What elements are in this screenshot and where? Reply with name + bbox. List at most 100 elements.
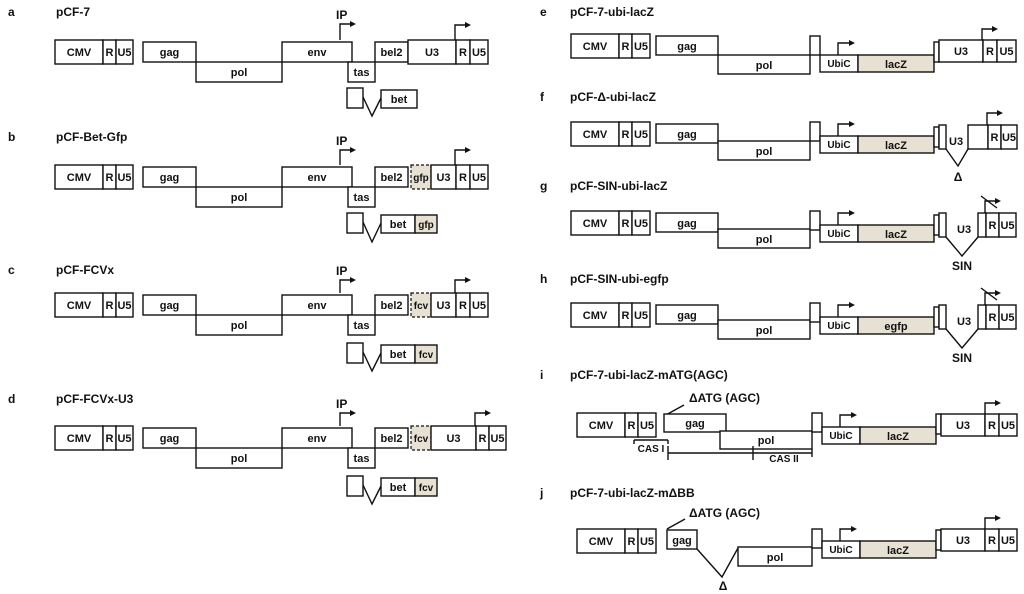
arrow-head xyxy=(995,515,1001,521)
u5-box xyxy=(998,212,1017,238)
gag-label: gag xyxy=(160,172,180,184)
panel-j: j pCF-7-ubi-lacZ-mΔBB ΔATG (AGC) CMV R U… xyxy=(539,486,1018,593)
arrow-head xyxy=(992,26,998,32)
cmv-label: CMV xyxy=(583,218,608,230)
lacz-label: lacZ xyxy=(885,140,907,152)
pol-label: pol xyxy=(758,435,775,447)
ubic-label: UbiC xyxy=(827,229,850,240)
u3-label: U3 xyxy=(954,46,968,58)
r-label: R xyxy=(622,310,630,322)
panel-title: pCF-FCVx xyxy=(56,263,114,277)
gag-label: gag xyxy=(160,300,180,312)
pol-label: pol xyxy=(231,67,248,79)
env-remnant-box xyxy=(811,528,823,549)
sin-deletion-line xyxy=(945,328,979,350)
arrow-head xyxy=(849,210,855,216)
gag-label: gag xyxy=(160,47,180,59)
arrow-head xyxy=(465,277,471,283)
ubic-promoter-arrow xyxy=(839,414,851,427)
cmv-box xyxy=(54,39,104,65)
u5-label: U5 xyxy=(640,536,654,548)
arrow-head xyxy=(465,22,471,28)
cas2-bracket xyxy=(753,449,813,457)
tas-label: tas xyxy=(354,67,370,79)
u3-box xyxy=(430,292,457,318)
u5-box xyxy=(115,39,134,65)
env-box xyxy=(281,294,353,316)
sin-label: SIN xyxy=(952,351,972,365)
gfp-label: gfp xyxy=(413,173,429,184)
panel-letter: a xyxy=(8,5,15,19)
pol-label: pol xyxy=(756,234,773,246)
cmv-box xyxy=(54,425,104,451)
gag-label: gag xyxy=(677,310,697,322)
ppt-box xyxy=(935,413,942,435)
gag-box xyxy=(655,35,719,56)
u5-box xyxy=(996,39,1017,63)
panel-f: f pCF-Δ-ubi-lacZ CMV R U5 gag pol UbiC l… xyxy=(540,90,1018,184)
u5-label: U5 xyxy=(117,433,131,445)
arrow-head xyxy=(995,290,1001,296)
cmv-label: CMV xyxy=(67,433,92,445)
ppt-box xyxy=(935,529,942,551)
ltr-promoter-arrow xyxy=(454,149,465,165)
pol-label: pol xyxy=(756,146,773,158)
arrow-head xyxy=(995,198,1001,204)
lacz-box xyxy=(857,54,935,73)
u5-box xyxy=(115,164,134,190)
r-label: R xyxy=(459,47,467,59)
panel-title: pCF-Δ-ubi-lacZ xyxy=(570,90,656,104)
delta-label: Δ xyxy=(719,579,728,593)
u5-label: U5 xyxy=(117,300,131,312)
deletion-line xyxy=(945,148,969,168)
tas-label: tas xyxy=(354,320,370,332)
r-label: R xyxy=(989,312,997,324)
u5-label: U5 xyxy=(634,310,648,322)
pol-box xyxy=(717,228,811,249)
panel-letter: e xyxy=(540,5,547,19)
env-label: env xyxy=(308,300,328,312)
u3-remnant-box xyxy=(938,304,947,330)
datg-label: ΔATG (AGC) xyxy=(689,391,760,405)
bet-exon1-box xyxy=(346,212,364,234)
gfp-fusion-box xyxy=(414,214,438,234)
r-label: R xyxy=(106,172,114,184)
r-label: R xyxy=(459,300,467,312)
pol-label: pol xyxy=(231,192,248,204)
u3-label: U3 xyxy=(957,316,971,328)
panel-h: h pCF-SIN-ubi-egfp CMV R U5 gag pol UbiC… xyxy=(540,272,1017,365)
ip-label: IP xyxy=(336,134,347,148)
pol-box xyxy=(719,430,813,450)
gfp-label: gfp xyxy=(418,220,434,231)
genome-map: ΔATG (AGC) CMV R U5 gag Δ pol UbiC lacZ … xyxy=(576,506,1018,593)
u5-label: U5 xyxy=(472,172,486,184)
env-remnant-box xyxy=(809,302,821,323)
u3-label: U3 xyxy=(436,300,450,312)
gag-box xyxy=(663,413,727,433)
sin-deletion-line xyxy=(945,236,979,258)
gag-box xyxy=(142,166,197,188)
u5-label: U5 xyxy=(1001,420,1015,432)
bet-exon1-box xyxy=(346,87,364,109)
pol-label: pol xyxy=(767,552,784,564)
gag-label: gag xyxy=(677,41,697,53)
delta-label: Δ xyxy=(954,170,963,184)
egfp-label: egfp xyxy=(884,321,908,333)
ppt-box xyxy=(933,306,940,328)
pol-box xyxy=(195,314,283,336)
env-remnant-box xyxy=(809,121,821,142)
bet-splice-line xyxy=(362,221,382,244)
ubic-label: UbiC xyxy=(827,140,850,151)
ltr-promoter-arrow xyxy=(984,292,995,305)
tas-box xyxy=(347,61,376,83)
panel-title: pCF-SIN-ubi-lacZ xyxy=(570,179,667,193)
cmv-label: CMV xyxy=(589,420,614,432)
cmv-label: CMV xyxy=(67,300,92,312)
ltr-promoter-arrow xyxy=(984,200,995,213)
u5-label: U5 xyxy=(999,46,1013,58)
u5-box xyxy=(998,528,1018,552)
u3-label: U3 xyxy=(425,47,439,59)
bel2-box xyxy=(374,427,409,449)
bet-exon1-box xyxy=(346,342,364,364)
genome-map: CMV R U5 gag pol env tas bel2 gfp U3 R U… xyxy=(54,134,489,244)
